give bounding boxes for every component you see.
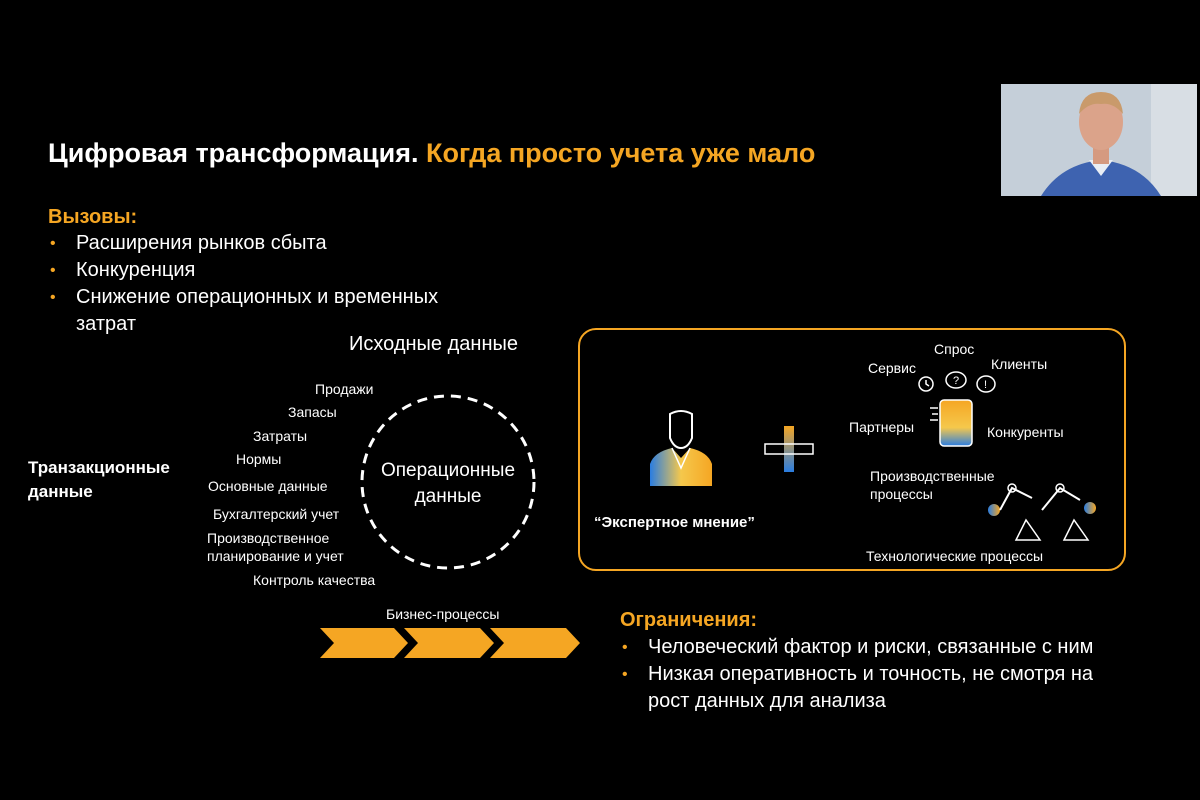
title-main: Цифровая трансформация. xyxy=(48,138,419,168)
operational-data-label: Операционные данные xyxy=(356,458,540,510)
process-chevrons xyxy=(320,628,580,658)
transactional-label-line2: данные xyxy=(28,482,93,501)
speaker-avatar-icon xyxy=(1001,84,1197,196)
feedback-icons: ? ! xyxy=(918,371,996,393)
chevron-2 xyxy=(404,628,494,658)
speaker-video-tile[interactable] xyxy=(1001,84,1197,196)
list-item: Снижение операционных и временных xyxy=(48,284,528,311)
circle-label-line2: данные xyxy=(414,486,482,507)
limitations-list: Человеческий фактор и риски, связанные с… xyxy=(620,634,1180,715)
competitors-label: Конкуренты xyxy=(987,424,1064,440)
transactional-label-line1: Транзакционные xyxy=(28,458,170,477)
list-item-continuation: рост данных для анализа xyxy=(620,688,1180,715)
demand-label: Спрос xyxy=(934,341,975,357)
expert-person-icon xyxy=(650,410,712,486)
data-item-stock: Запасы xyxy=(288,404,337,420)
business-processes-label: Бизнес-процессы xyxy=(386,606,500,622)
operational-data-circle xyxy=(360,394,536,570)
robot-arm-icon xyxy=(988,483,1096,541)
production-line2: процессы xyxy=(870,486,933,502)
list-item: Низкая оперативность и точность, не смот… xyxy=(620,661,1180,688)
source-data-label: Исходные данные xyxy=(349,333,518,355)
data-item-quality-control: Контроль качества xyxy=(253,572,376,588)
timer-icon xyxy=(918,376,934,392)
production-planning-line1: Производственное xyxy=(207,530,330,546)
question-bubble-icon xyxy=(945,371,967,389)
clients-label: Клиенты xyxy=(991,356,1048,372)
list-item: Конкуренция xyxy=(48,257,528,284)
svg-text:!: ! xyxy=(984,379,987,391)
data-item-costs: Затраты xyxy=(253,428,308,444)
expert-opinion-label: “Экспертное мнение” xyxy=(594,514,755,531)
list-item-continuation: затрат xyxy=(48,311,528,338)
production-line1: Производственные xyxy=(870,468,995,484)
challenges-heading: Вызовы: xyxy=(48,206,138,228)
data-item-production-planning: Производственное планирование и учет xyxy=(207,529,344,565)
circle-label-line1: Операционные xyxy=(380,460,516,481)
limitations-heading: Ограничения: xyxy=(620,609,758,631)
expert-opinion-box xyxy=(578,328,1126,571)
plus-icon xyxy=(764,426,814,472)
chevron-1 xyxy=(320,628,408,658)
list-item-text: рост данных для анализа xyxy=(648,690,886,712)
service-label: Сервис xyxy=(868,360,916,376)
svg-text:?: ? xyxy=(953,375,959,387)
chevron-3 xyxy=(490,628,580,658)
partners-label: Партнеры xyxy=(849,419,915,435)
list-item-text: затрат xyxy=(76,313,136,335)
list-item: Расширения рынков сбыта xyxy=(48,230,528,257)
tech-processes-label: Технологические процессы xyxy=(866,548,1044,564)
smartphone-icon xyxy=(930,399,973,447)
production-processes-label: Производственные процессы xyxy=(870,467,995,503)
list-item: Человеческий фактор и риски, связанные с… xyxy=(620,634,1180,661)
slide-title: Цифровая трансформация. Когда просто уче… xyxy=(48,138,815,169)
exclamation-bubble-icon xyxy=(976,375,996,393)
data-item-norms: Нормы xyxy=(236,451,282,467)
data-item-accounting: Бухгалтерский учет xyxy=(213,506,340,522)
data-item-sales: Продажи xyxy=(315,381,374,397)
title-accent: Когда просто учета уже мало xyxy=(426,138,816,168)
challenges-list: Расширения рынков сбыта Конкуренция Сниж… xyxy=(48,230,528,338)
production-planning-line2: планирование и учет xyxy=(207,548,344,564)
data-item-master-data: Основные данные xyxy=(208,478,328,494)
transactional-data-label: Транзакционные данные xyxy=(28,456,170,504)
